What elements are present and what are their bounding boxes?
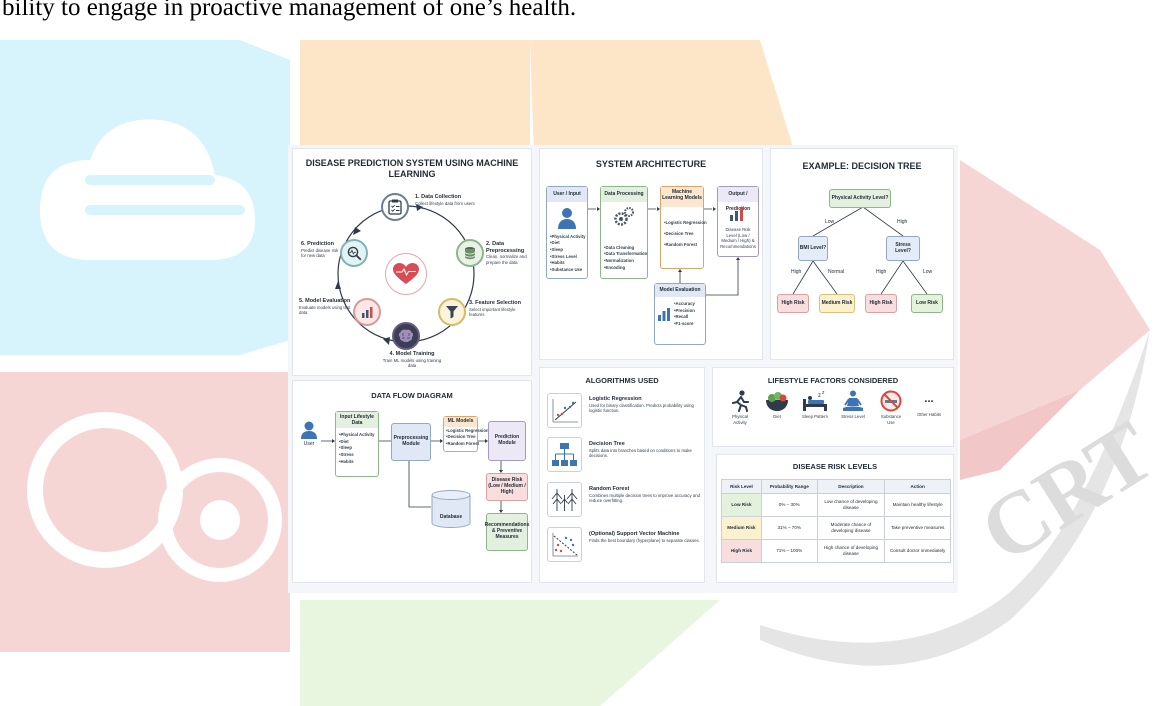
regression-plot-icon [547,393,582,428]
evaluation-chart-icon [658,308,670,322]
factor-physical-activity: Physical Activity [727,390,753,426]
output-chart-icon [730,207,743,221]
tree-edge-bmi-normal: Normal [828,269,845,275]
magnifier-pulse-icon [340,239,368,267]
table-header-row: Risk Level Probability Range Description… [721,479,951,494]
table-row: High Risk 71% – 100% High chance of deve… [721,539,951,563]
table-row: Low Risk 0% – 30% Low chance of developi… [721,493,951,517]
user-input-box: User / Input Physical ActivityDietSleepS… [546,186,588,279]
algorithms-title: ALGORITHMS USED [585,376,659,385]
factor-stress-level: Stress Level [839,390,867,420]
factor-substance-use: Substance Use [877,390,905,426]
cycle-title: DISEASE PREDICTION SYSTEM USING MACHINE … [305,158,519,179]
tree-edge-stress-high: High [876,269,887,275]
factor-diet: Diet [763,390,791,420]
dataflow-input-list: Physical ActivityDietSleepStressHabits [336,432,378,465]
clipboard-icon [381,193,409,221]
hierarchy-icon [547,437,582,472]
user-icon [301,421,317,439]
brain-icon [392,322,420,350]
tree-root-node: Physical Activity Level? [829,189,891,208]
svg-text:z: z [822,390,825,396]
lifestyle-factors-panel: LIFESTYLE FACTORS CONSIDERED Physical Ac… [712,367,954,447]
prediction-module-box: Prediction Module [488,421,526,461]
system-architecture-panel: SYSTEM ARCHITECTURE User / Input Physica… [539,148,763,360]
user-input-list: Physical ActivityDietSleepStress LevelHa… [547,234,587,274]
gears-icon [614,207,634,226]
dataflow-title: DATA FLOW DIAGRAM [371,391,453,400]
database-icon [456,239,484,267]
evaluation-metrics-list: AccuracyPrecisionRecallF1-score [671,301,695,328]
document-text-line: bility to engage in proactive management… [2,0,577,21]
dataflow-ml-models-box: ML Models Logistic RegressionDecision Tr… [443,416,489,452]
tree-edge-high: High [897,219,908,225]
decision-tree-panel: EXAMPLE: DECISION TREE Physical Activity… [770,148,954,360]
lifestyle-title: LIFESTYLE FACTORS CONSIDERED [767,376,899,385]
table-row: Medium Risk 31% – 70% Moderate chance of… [721,516,951,540]
dataflow-ml-list: Logistic RegressionDecision TreeRandom F… [444,428,489,448]
tree-bmi-node: BMI Level? [798,236,828,261]
infographic: DISEASE PREDICTION SYSTEM USING MACHINE … [288,145,958,593]
tree-leaf-low-risk: Low Risk [911,294,943,313]
input-lifestyle-data-box: Input Lifestyle Data Physical ActivityDi… [335,411,379,477]
filter-icon [438,298,466,326]
preprocessing-module-box: Preprocessing Module [391,423,431,461]
risk-levels-title: DISEASE RISK LEVELS [792,462,878,471]
tree-stress-node: Stress Level? [886,236,920,261]
data-processing-box: Data Processing Data CleaningData Transf… [600,186,648,279]
tree-edge-bmi-high: High [791,269,802,275]
svg-text:z: z [818,393,821,399]
data-flow-panel: DATA FLOW DIAGRAM User Input Lifestyle D… [292,380,532,583]
architecture-title: SYSTEM ARCHITECTURE [595,159,707,169]
svm-plot-icon [547,527,582,562]
meditation-icon [843,390,863,411]
ml-models-list: Logistic RegressionDecision TreeRandom F… [661,217,707,251]
ml-cycle-panel: DISEASE PREDICTION SYSTEM USING MACHINE … [292,148,532,376]
salad-bowl-icon [766,392,788,411]
model-evaluation-box: Model Evaluation AccuracyPrecisionRecall… [654,283,706,345]
ml-models-box: Machine Learning Models Logistic Regress… [660,186,707,269]
no-smoking-icon [880,390,902,412]
forest-icon [547,482,582,517]
risk-levels-panel: DISEASE RISK LEVELS Risk Level Probabili… [716,454,954,583]
recommendations-box: Recommendations & Preventive Measures [485,513,529,551]
tree-edge-stress-low: Low [923,269,933,275]
tree-leaf-high-risk: High Risk [865,294,897,313]
output-prediction-box: Output / Prediction Disease Risk Level (… [717,186,759,257]
disease-risk-box: Disease Risk (Low / Medium / High) [486,473,528,501]
processing-list: Data CleaningData TransformationNormaliz… [601,245,648,272]
tree-title: EXAMPLE: DECISION TREE [802,161,922,171]
dataflow-user: User [297,421,321,447]
factor-other-habits: ... Other Habits [915,390,943,418]
tree-edge-low: Low [825,219,835,225]
running-icon [732,390,749,412]
tree-leaf-high-risk: High Risk [777,294,809,313]
risk-levels-table: Risk Level Probability Range Description… [721,479,951,563]
heart-icon [385,253,427,295]
bar-chart-icon [353,298,381,326]
ellipsis-icon: ... [924,393,934,405]
tree-leaf-medium-risk: Medium Risk [819,294,855,313]
database-cylinder: Database [431,490,471,529]
user-icon [558,208,576,229]
